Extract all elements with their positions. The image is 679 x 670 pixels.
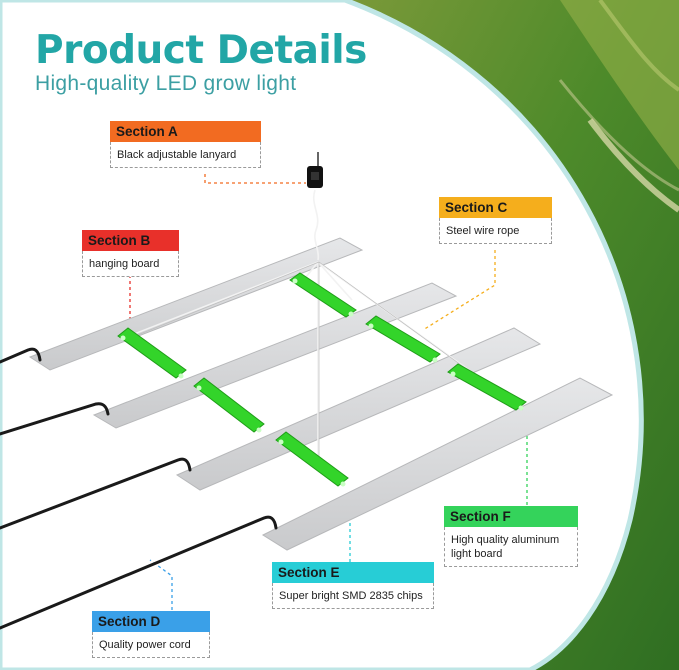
leader-c <box>422 250 496 331</box>
power-cords <box>0 347 278 630</box>
power-cord-4 <box>0 515 278 630</box>
lanyard-hook-icon <box>307 152 323 188</box>
light-board-3 <box>175 327 542 491</box>
aluminum-boards <box>28 237 614 551</box>
power-cord-2 <box>0 402 110 436</box>
section-c-label: Section C <box>439 197 552 218</box>
page-subtitle: High-quality LED grow light <box>35 72 297 95</box>
section-d-label: Section D <box>92 611 210 632</box>
hanging-board-4 <box>365 315 441 363</box>
section-b-callout: Section B hanging board <box>82 230 179 277</box>
hanging-board-1 <box>117 327 187 379</box>
section-d-callout: Section D Quality power cord <box>92 611 210 658</box>
light-board-1 <box>28 237 364 371</box>
section-a-label: Section A <box>110 121 261 142</box>
section-d-description: Quality power cord <box>92 632 210 658</box>
led-chips <box>120 278 524 487</box>
section-e-description: Super bright SMD 2835 chips <box>272 583 434 609</box>
section-f-description: High quality aluminum light board <box>444 527 578 567</box>
section-e-label: Section E <box>272 562 434 583</box>
section-f-label: Section F <box>444 506 578 527</box>
section-c-callout: Section C Steel wire rope <box>439 197 552 244</box>
page-title: Product Details <box>35 28 367 73</box>
section-e-callout: Section E Super bright SMD 2835 chips <box>272 562 434 609</box>
hanging-board-3 <box>193 377 265 433</box>
section-a-callout: Section A Black adjustable lanyard <box>110 121 261 168</box>
leader-a <box>204 174 306 184</box>
section-b-description: hanging board <box>82 251 179 277</box>
power-cord-3 <box>0 457 192 530</box>
section-a-description: Black adjustable lanyard <box>110 142 261 168</box>
hanging-board-2 <box>289 272 357 318</box>
section-f-callout: Section F High quality aluminum light bo… <box>444 506 578 567</box>
hanging-board-6 <box>447 363 527 411</box>
hanging-board-5 <box>275 431 349 487</box>
green-hanging-boards <box>117 272 527 487</box>
section-c-description: Steel wire rope <box>439 218 552 244</box>
light-board-4 <box>261 377 614 551</box>
power-cord-1 <box>0 347 42 364</box>
section-b-label: Section B <box>82 230 179 251</box>
